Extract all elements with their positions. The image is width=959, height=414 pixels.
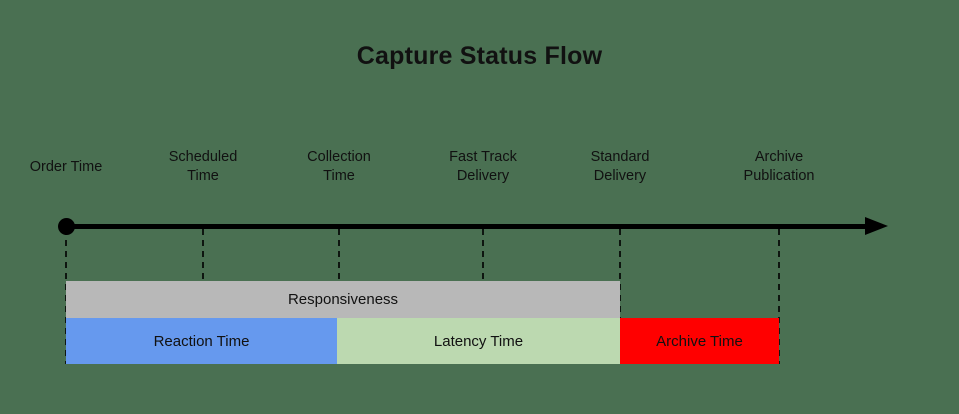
- origin-dot-icon: [58, 218, 75, 235]
- milestone-label: Collection Time: [307, 149, 371, 184]
- timeline-axis: [66, 224, 878, 229]
- bar-segment: Responsiveness: [66, 281, 620, 318]
- bar-segment: Reaction Time: [66, 318, 337, 364]
- milestone-label: Scheduled Time: [168, 149, 238, 184]
- bar-segment: Archive Time: [620, 318, 779, 364]
- bar-segment: Latency Time: [337, 318, 620, 364]
- page-title: Capture Status Flow: [356, 42, 603, 70]
- milestone-label: Standard Delivery: [590, 149, 650, 184]
- milestone-label: Fast Track Delivery: [449, 149, 517, 184]
- arrow-right-icon: [865, 217, 888, 235]
- milestone-label: Order Time: [29, 159, 103, 175]
- milestone-label: Archive Publication: [743, 149, 815, 184]
